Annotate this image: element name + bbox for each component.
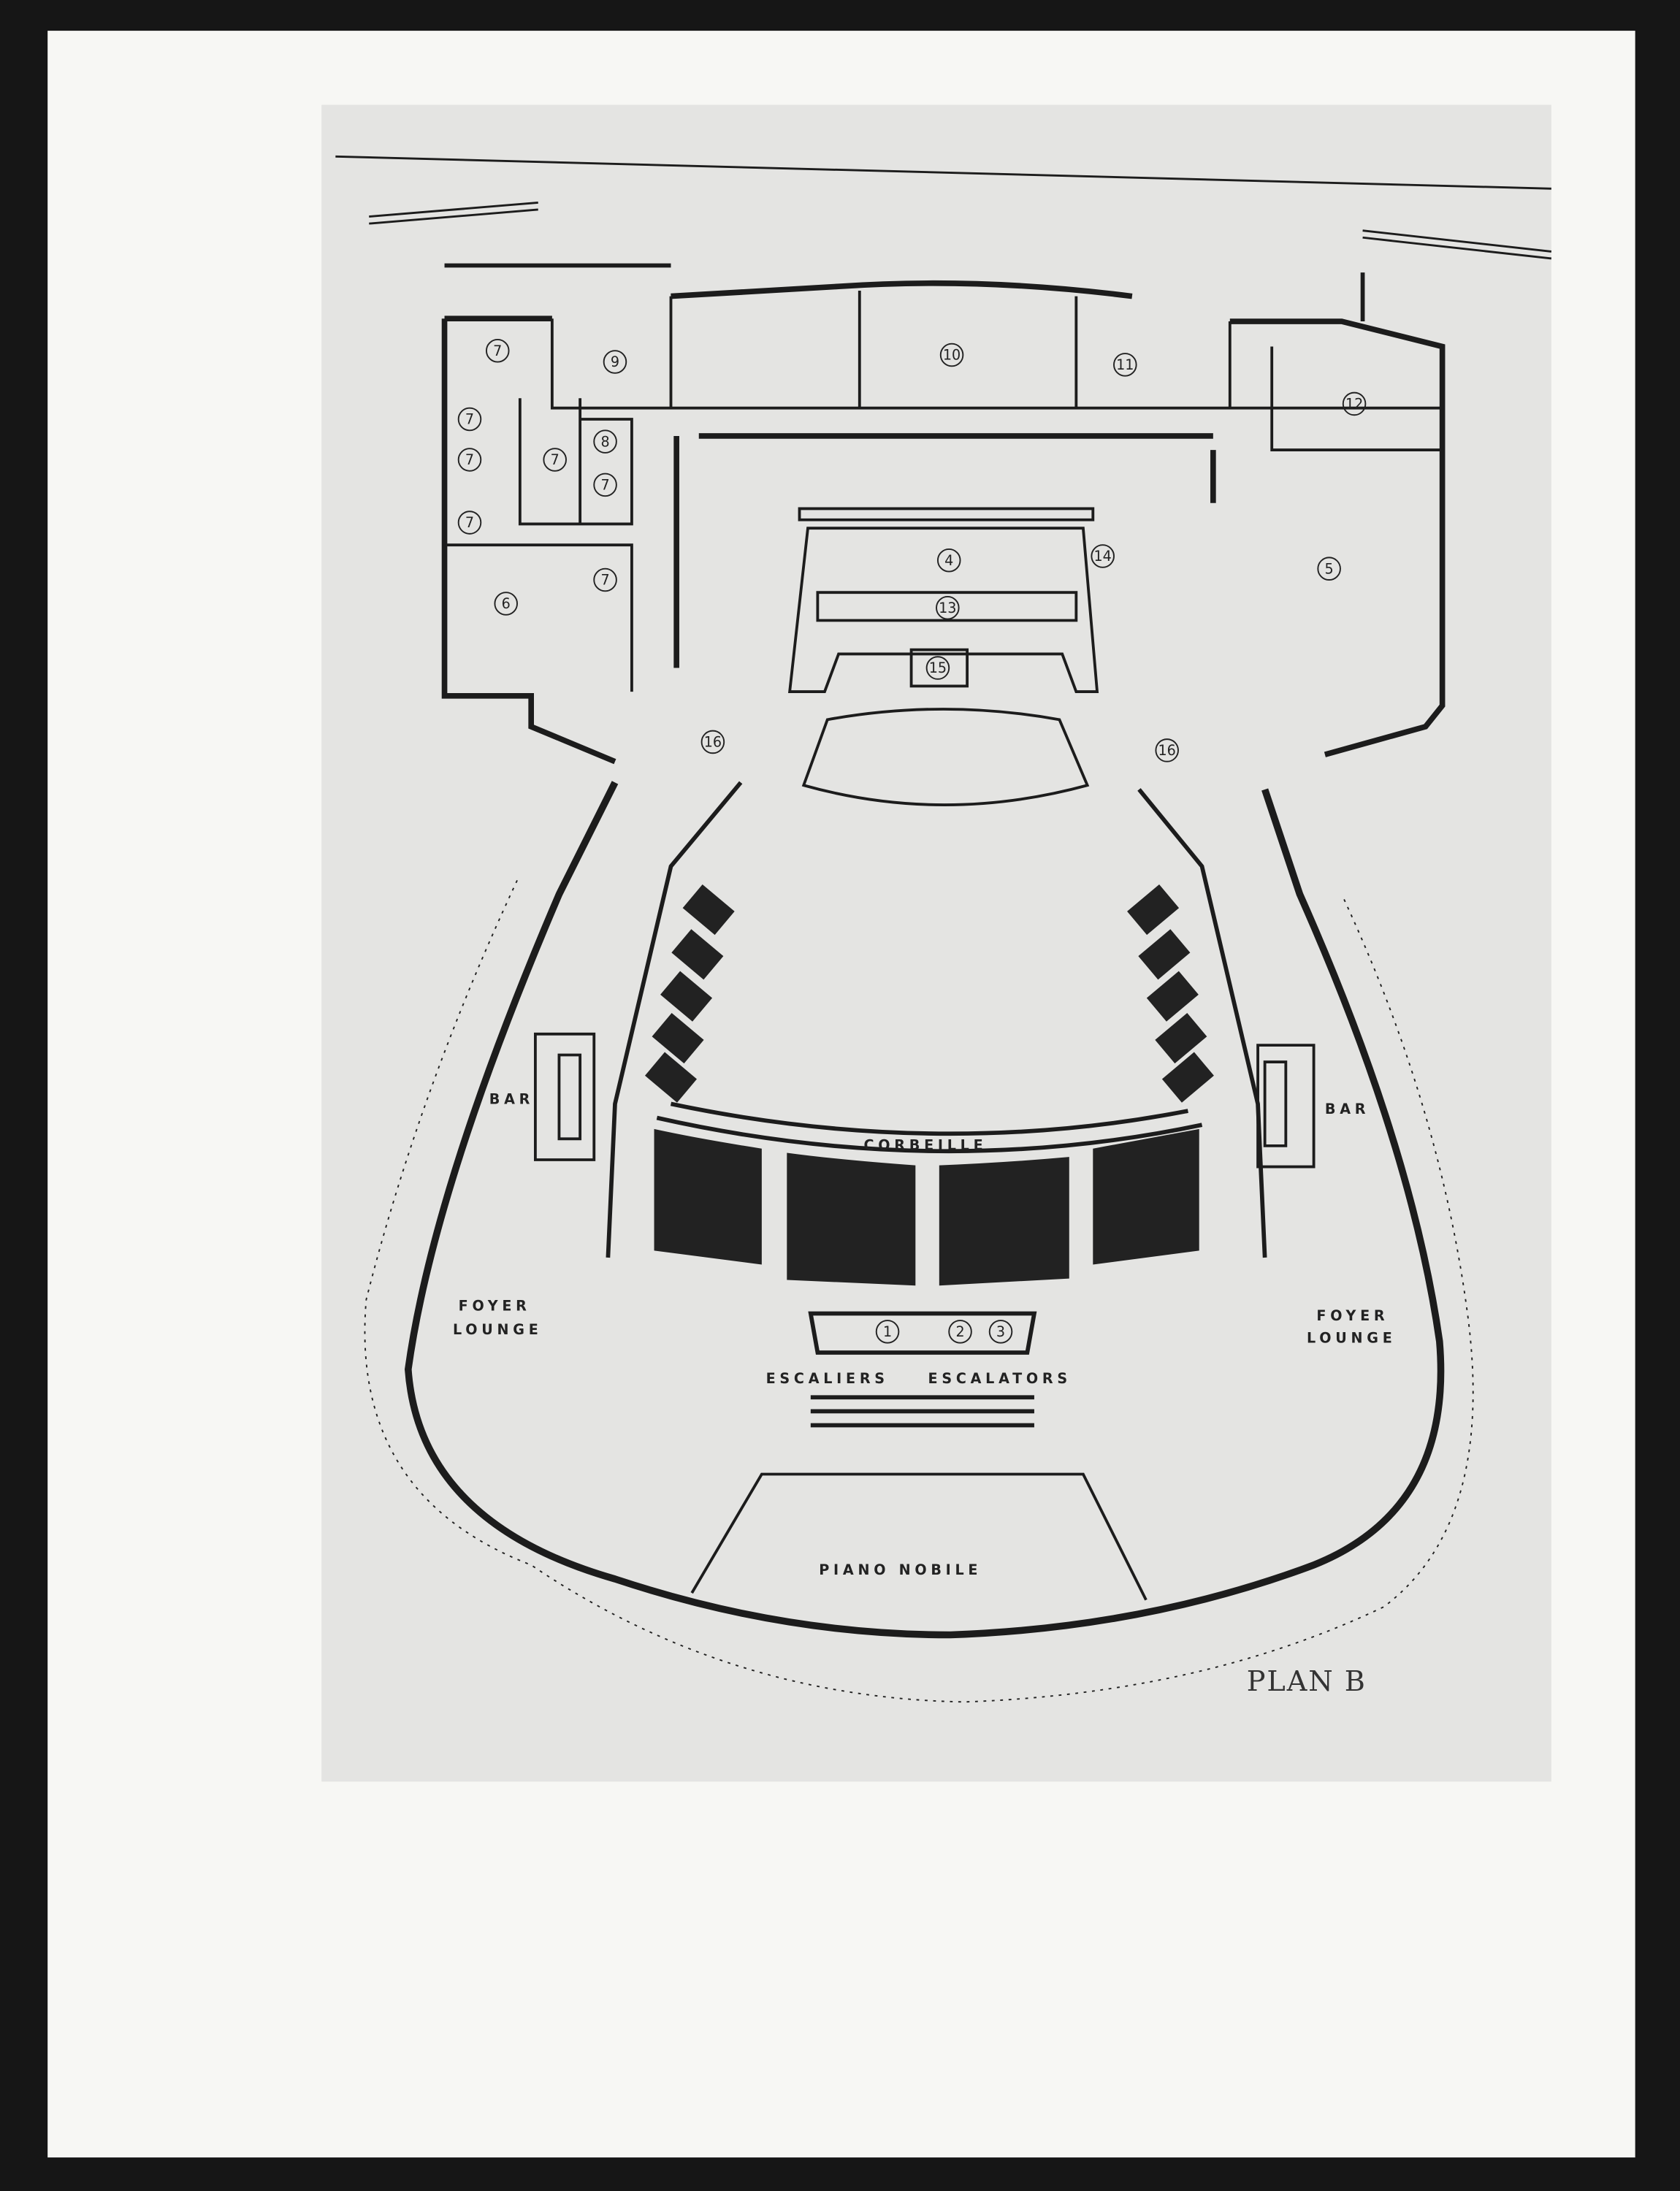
room-number: 2	[955, 1323, 964, 1340]
room-number-circle	[1091, 544, 1115, 568]
plan-title: PLAN B	[1247, 1665, 1367, 1698]
room-number: 7	[600, 572, 609, 589]
room-number: 7	[493, 343, 502, 359]
room-number: 15	[929, 659, 947, 676]
room-number-circle	[948, 1320, 972, 1344]
label-escalators: ESCALATORS	[928, 1370, 1072, 1387]
label-bar-right: BAR	[1325, 1101, 1370, 1117]
room-number-circle	[593, 567, 617, 592]
room-number-circle	[925, 656, 950, 680]
room-number: 3	[996, 1323, 1005, 1340]
room-number-circle	[603, 350, 627, 374]
room-number-circle	[457, 407, 482, 432]
room-number: 7	[465, 411, 474, 428]
room-number-circle	[700, 730, 725, 754]
room-number: 16	[704, 734, 722, 751]
room-number: 11	[1116, 356, 1134, 373]
label-foyer-right: FOYER	[1316, 1307, 1389, 1324]
plan-print	[321, 104, 1551, 1782]
room-number-circle	[1342, 391, 1367, 416]
room-number: 8	[600, 433, 609, 450]
room-number: 7	[465, 514, 474, 531]
label-corbeille: CORBEILLE	[864, 1137, 988, 1154]
plan-labels: CORBEILLE BAR BAR FOYER LOUNGE FOYER LOU…	[453, 1090, 1397, 1698]
room-number-circle	[939, 343, 964, 367]
label-bar-left: BAR	[489, 1090, 534, 1107]
room-number-circle	[875, 1320, 900, 1344]
label-foyer-left: FOYER	[459, 1298, 531, 1315]
room-number-circle	[1155, 738, 1179, 762]
room-number: 16	[1158, 742, 1176, 759]
room-number-circle	[457, 448, 482, 472]
room-number-circle	[485, 338, 510, 363]
label-lounge-right: LOUNGE	[1307, 1330, 1397, 1347]
room-number: 6	[502, 595, 511, 612]
seating-blocks	[654, 1128, 1199, 1286]
room-number: 7	[465, 451, 474, 468]
room-number: 1	[883, 1323, 892, 1340]
label-piano-nobile: PIANO NOBILE	[819, 1561, 982, 1578]
room-number-circle	[593, 473, 617, 497]
plan-drawing	[335, 155, 1552, 1703]
room-number-circle	[543, 448, 567, 472]
room-number-circle	[1317, 557, 1341, 581]
room-number-circle	[936, 596, 960, 620]
room-number: 12	[1345, 396, 1363, 413]
label-escaliers: ESCALIERS	[766, 1370, 889, 1387]
label-lounge-left: LOUNGE	[453, 1321, 543, 1338]
room-number: 5	[1325, 560, 1334, 577]
room-number: 4	[944, 552, 953, 569]
room-number: 7	[600, 477, 609, 494]
room-number-circle	[936, 548, 961, 573]
room-number-circle	[1113, 353, 1137, 377]
room-number-circle	[494, 592, 518, 616]
room-number-circle	[988, 1320, 1013, 1344]
room-number: 7	[551, 451, 560, 468]
room-number-circle	[457, 511, 482, 535]
room-number: 14	[1094, 548, 1112, 565]
room-number: 9	[611, 353, 619, 370]
room-number-circle	[593, 429, 617, 454]
room-number: 10	[943, 347, 961, 364]
room-number: 13	[939, 600, 956, 616]
